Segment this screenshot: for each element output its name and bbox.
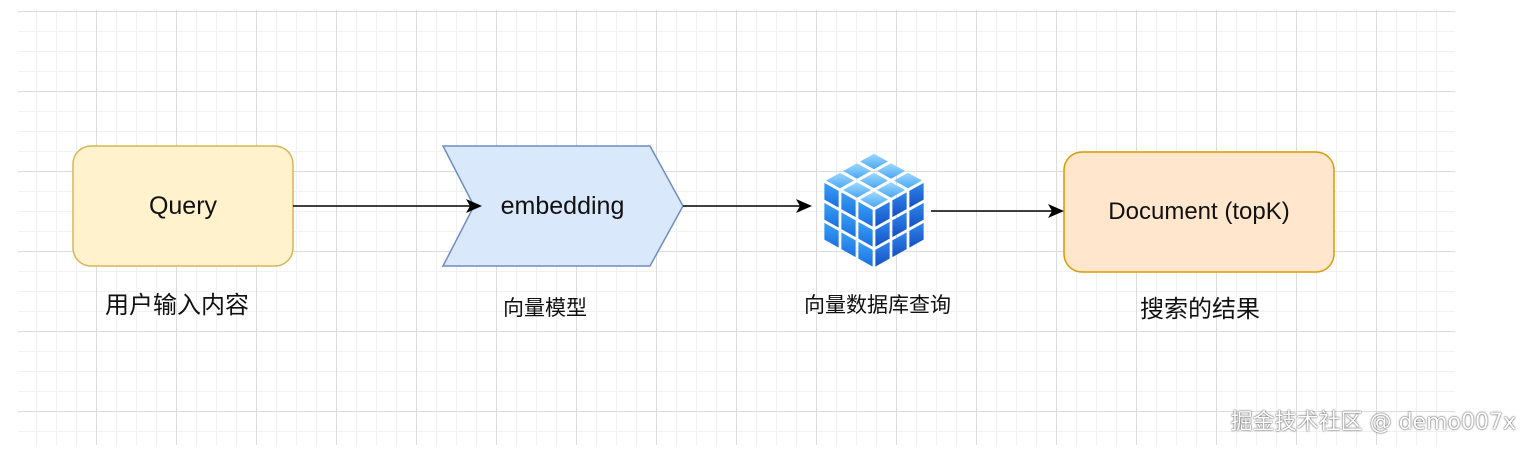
cube-left-cell bbox=[858, 221, 873, 247]
document-node[interactable] bbox=[1063, 151, 1335, 273]
cube-right-cell bbox=[909, 202, 924, 228]
edge-query-to-embedding bbox=[293, 199, 482, 213]
edge-embedding-to-vector-db bbox=[683, 199, 812, 213]
cube-left-cell bbox=[841, 192, 856, 218]
query-caption: 用户输入内容 bbox=[105, 291, 249, 319]
cube-top-cell bbox=[877, 182, 905, 198]
cube-top-cell bbox=[860, 191, 888, 208]
edge-vector-db-to-document bbox=[931, 204, 1064, 218]
cube-right-cell bbox=[892, 192, 907, 218]
cube-top-cell bbox=[843, 163, 871, 179]
cube-right-cell bbox=[875, 221, 890, 247]
cube-right-cell bbox=[892, 212, 907, 238]
cube-left-cell bbox=[858, 241, 873, 267]
cube-top-cell bbox=[894, 172, 922, 189]
cube-left-cell bbox=[824, 202, 839, 228]
cube-left-cell bbox=[824, 222, 839, 248]
cube-grid-icon bbox=[824, 153, 924, 267]
cube-top-cell bbox=[843, 182, 871, 198]
cube-right-cell bbox=[875, 241, 890, 267]
cube-right-cell bbox=[875, 201, 890, 227]
embedding-caption: 向量模型 bbox=[503, 296, 587, 320]
cube-right-cell bbox=[892, 232, 907, 258]
embedding-label: embedding bbox=[500, 191, 625, 220]
cube-left-cell bbox=[858, 201, 873, 227]
document-caption: 搜索的结果 bbox=[1140, 295, 1260, 323]
cube-right-cell bbox=[909, 222, 924, 248]
cube-left-cell bbox=[824, 182, 839, 208]
watermark-text: 掘金技术社区 @ demo007x bbox=[1230, 410, 1516, 435]
document-label: Document (topK) bbox=[1108, 198, 1290, 225]
cube-left-cell bbox=[841, 232, 856, 258]
cube-right-cell bbox=[909, 182, 924, 208]
cube-top-cell bbox=[826, 172, 854, 189]
cube-top-cell bbox=[860, 153, 888, 170]
query-label: Query bbox=[148, 191, 218, 220]
vector-db-caption: 向量数据库查询 bbox=[804, 293, 951, 317]
cube-top-cell bbox=[860, 172, 888, 189]
cube-top-cell bbox=[877, 163, 905, 179]
cube-left-cell bbox=[841, 212, 856, 238]
